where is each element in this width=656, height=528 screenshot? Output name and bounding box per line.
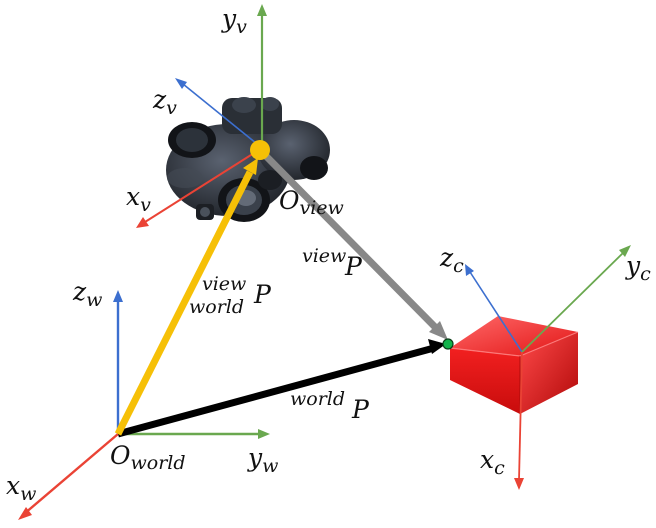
vector-world-to-target [117,339,446,438]
vector-view-to-target [259,149,448,340]
world-x-axis [18,433,119,520]
view-x-axis [136,147,263,228]
view-origin-dot [250,140,270,160]
world-x-label: xw [6,471,36,505]
world-to-view-label-sub: world [189,296,244,318]
view-x-label: xv [126,182,151,216]
view-y-axis [257,4,267,148]
world-y-label: yw [247,443,278,477]
world-to-target-label: P [351,395,370,424]
vector-world-to-view [114,158,258,436]
view-frame [136,4,267,228]
camera-y-axis [521,245,631,353]
view-origin-label: Oview [279,186,344,219]
world-z-label: zw [72,277,102,311]
camera-box-icon [449,316,579,414]
camera-z-label: zc [439,243,464,277]
world-to-view-label: P [253,280,272,309]
world-frame [18,290,270,520]
world-to-view-label-sup: view [202,273,246,295]
camera-x-label: xc [480,445,505,479]
view-z-axis [175,78,263,149]
camera-x-axis [514,351,524,490]
world-origin-label: Oworld [110,441,186,474]
camera-z-axis [465,264,523,353]
view-y-label: yv [221,4,247,38]
world-y-axis [118,429,270,439]
camera-y-label: yc [625,251,651,285]
view-to-target-label-sup: view [302,245,346,267]
world-to-target-label-sup: world [290,388,345,410]
view-to-target-label: P [344,252,363,281]
view-z-label: zv [152,85,177,119]
target-point-dot [442,338,454,350]
world-z-axis [113,290,123,434]
camera-frame [465,245,631,490]
